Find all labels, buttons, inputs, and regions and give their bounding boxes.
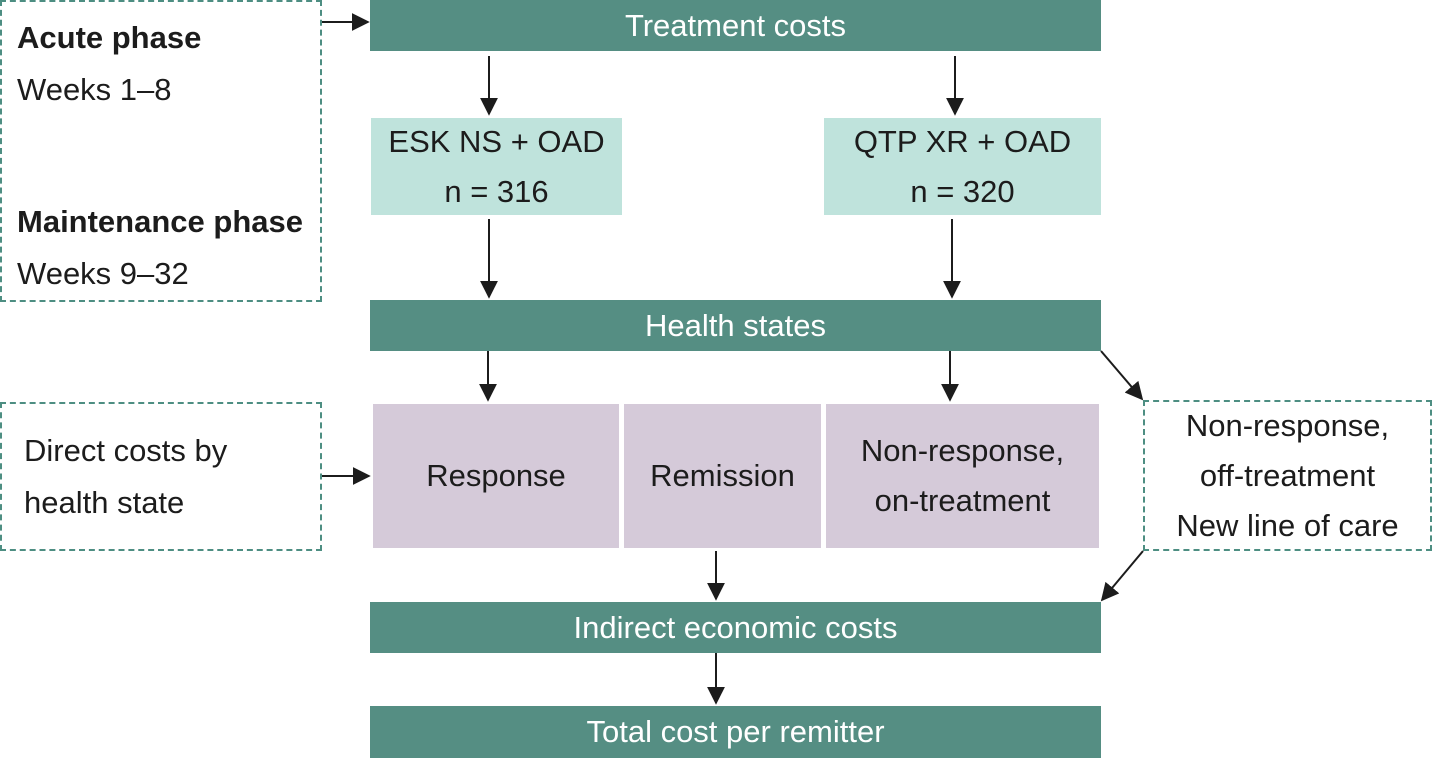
indirect-costs-label: Indirect economic costs [573, 609, 898, 645]
qtp-arm-name: QTP XR + OAD [853, 123, 1072, 159]
off-treatment-line3: New line of care [1176, 507, 1399, 543]
health-states-label: Health states [645, 307, 826, 343]
direct-costs-box: Direct costs by health state [0, 402, 322, 551]
nonresponse-on-line1: Non-response, [860, 433, 1065, 468]
health-states-bar: Health states [370, 300, 1101, 351]
treatment-costs-label: Treatment costs [624, 7, 847, 43]
direct-costs-line2: health state [24, 484, 185, 520]
off-treatment-line2: off-treatment [1199, 457, 1376, 493]
nonresponse-on-line2: on-treatment [874, 483, 1051, 518]
maintenance-phase-label: Maintenance phase [17, 204, 303, 239]
total-cost-label: Total cost per remitter [586, 714, 885, 749]
qtp-arm-n: n = 320 [910, 173, 1015, 209]
remission-state-box: Remission [624, 404, 821, 548]
response-label: Response [426, 458, 566, 493]
esk-arm-n: n = 316 [444, 173, 549, 209]
total-cost-bar: Total cost per remitter [370, 706, 1101, 758]
arrow-health-to-offtreatment [1100, 350, 1144, 401]
direct-costs-line1: Direct costs by [24, 432, 228, 468]
maintenance-phase-weeks: Weeks 9–32 [17, 256, 189, 291]
off-treatment-line1: Non-response, [1185, 407, 1390, 443]
esk-arm-name: ESK NS + OAD [388, 123, 605, 159]
nonresponse-on-treatment-box: Non-response, on-treatment [826, 404, 1099, 548]
treatment-costs-bar: Treatment costs [370, 0, 1101, 51]
phase-legend-box: Acute phase Weeks 1–8 Maintenance phase … [0, 0, 322, 302]
acute-phase-weeks: Weeks 1–8 [17, 72, 172, 107]
indirect-costs-bar: Indirect economic costs [370, 602, 1101, 653]
off-treatment-box: Non-response, off-treatment New line of … [1143, 400, 1432, 551]
arrow-offtreatment-to-indirect [1100, 550, 1144, 602]
qtp-arm-box: QTP XR + OAD n = 320 [824, 118, 1101, 215]
acute-phase-label: Acute phase [17, 20, 202, 55]
remission-label: Remission [650, 458, 795, 493]
esk-arm-box: ESK NS + OAD n = 316 [371, 118, 622, 215]
response-state-box: Response [373, 404, 619, 548]
